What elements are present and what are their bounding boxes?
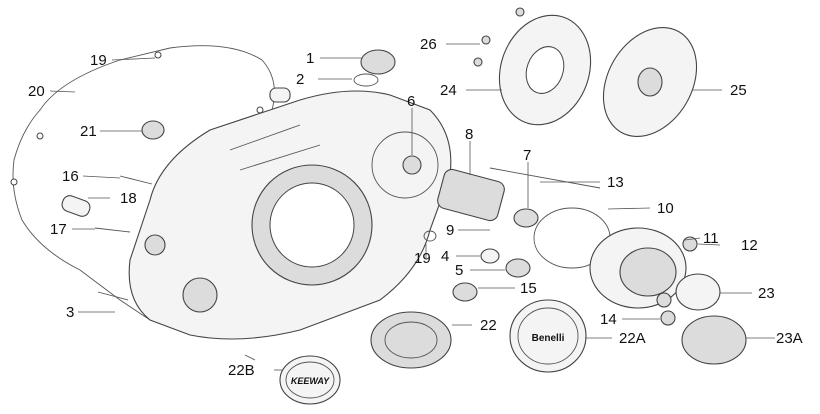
bolt-16 [119,175,153,185]
emblem-22-inner [384,321,438,359]
screw-26 [473,57,483,67]
label-13: 13 [607,174,624,191]
plug-5 [505,258,531,278]
label-9: 9 [446,222,454,239]
label-3: 3 [66,304,74,321]
o-ring-4 [480,248,500,264]
badge-23 [675,273,721,311]
disc-24-center [525,46,565,94]
filter-cover-boss [619,247,677,297]
label-25: 25 [730,82,747,99]
label-22: 22 [480,317,497,334]
label-20: 20 [28,83,45,100]
cover-ring [371,131,439,199]
badge-22b [279,355,341,405]
cover-seal-seat [182,277,218,313]
badge-22b-logo: KEEWAY [291,376,330,386]
screw-26 [481,35,491,45]
dowel-18 [61,195,91,217]
seal-15 [452,282,478,302]
nut-14a [656,292,672,308]
bolt-3 [97,291,129,301]
label-19b: 19 [414,250,431,267]
cover-plug [402,155,422,175]
disc-23a [681,315,747,365]
label-23: 23 [758,285,775,302]
label-26: 26 [420,36,437,53]
cover-ribs [229,124,321,171]
cover-dowel [144,234,166,256]
oil-filter-8 [437,168,505,222]
gasket-hole [10,178,18,186]
nut-14b [660,310,676,326]
screw-26 [515,7,525,17]
label-19a: 19 [90,52,107,69]
bolt-22b [244,354,256,361]
gasket-hole [154,51,162,59]
label-8: 8 [465,126,473,143]
bolt-17 [94,227,131,233]
badge-22b-ring [285,361,335,399]
spring-7 [513,208,539,228]
washer-19 [423,230,437,242]
nut-12 [682,236,698,252]
label-21: 21 [80,123,97,140]
badge-22a-logo: Benelli [532,333,565,344]
label-11: 11 [703,230,719,247]
label-10: 10 [657,200,674,217]
label-7: 7 [523,147,531,164]
label-2: 2 [296,71,304,88]
emblem-22 [370,311,452,369]
dowel-top [269,87,291,103]
cover-opening [269,182,355,268]
plate-25-hub [637,67,663,97]
leader-lines [49,43,775,371]
label-22a: 22A [619,330,646,347]
filler-cap-1 [360,49,396,75]
o-ring-2 [353,73,379,87]
label-18: 18 [120,190,137,207]
label-1: 1 [306,50,314,67]
label-16: 16 [62,168,79,185]
label-12: 12 [741,237,758,254]
badge-22a [509,299,587,373]
label-22b: 22B [228,362,255,379]
badge-22a-ring [517,307,579,365]
label-23a: 23A [776,330,803,347]
label-24: 24 [440,82,457,99]
label-17: 17 [50,221,67,238]
gasket-hole [36,132,44,140]
label-4: 4 [441,248,449,265]
label-5: 5 [455,262,463,279]
oil-seal-21 [141,120,165,140]
label-6: 6 [407,93,415,110]
rod-13 [489,167,601,189]
label-14: 14 [600,311,617,328]
label-15: 15 [520,280,537,297]
